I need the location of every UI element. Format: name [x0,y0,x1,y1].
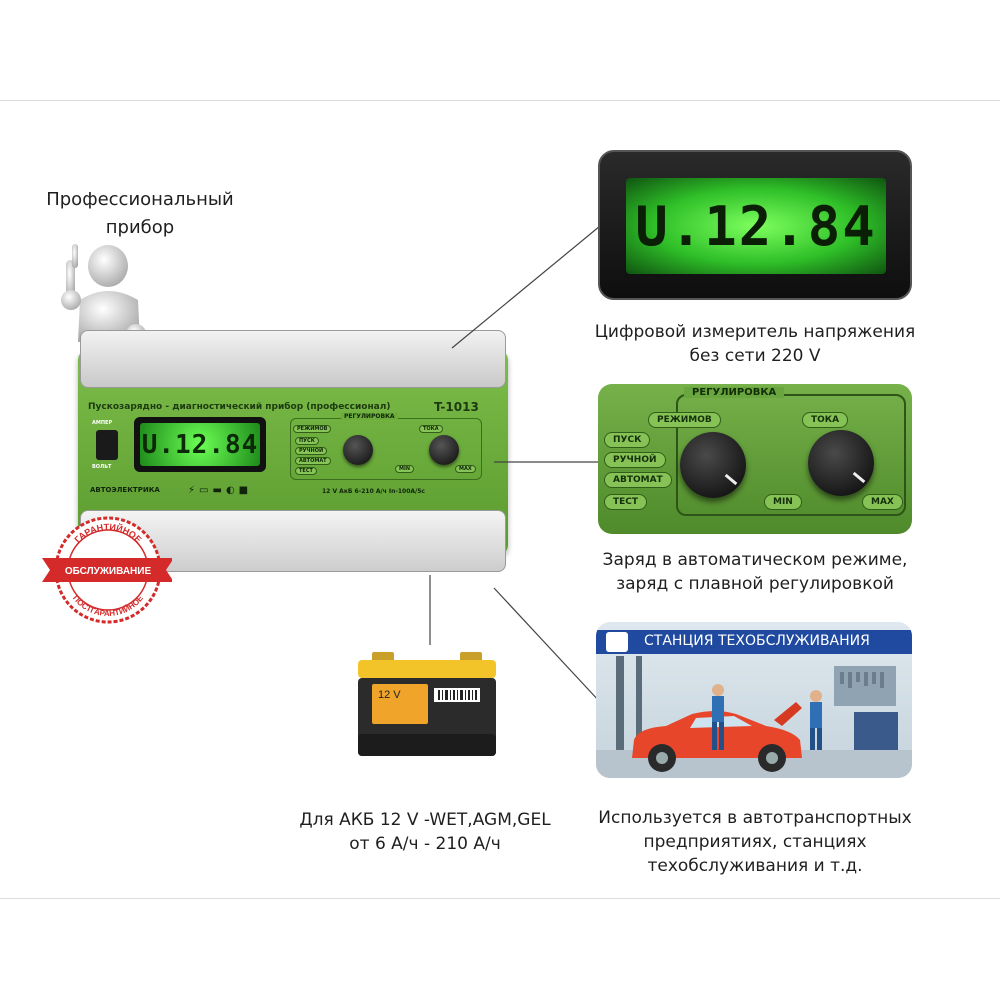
battery-caption: Для АКБ 12 V -WET,AGM,GEL от 6 А/ч - 210… [270,808,580,856]
device-mode-auto[interactable]: АВТОМАТ [295,457,331,465]
truck-icon: ▬ [212,485,226,496]
device-spec-line: 12 V АкБ 6-210 А/ч In-100A/5c [322,488,425,495]
regulation-caption: Заряд в автоматическом режиме, заряд с п… [570,548,940,596]
lcd-zoom-value: U.12.84 [635,194,877,258]
switch-bottom-label: ВОЛЬТ [92,464,112,470]
regulation-min-label: MIN [764,494,802,510]
bulb-icon: ◐ [225,485,239,496]
device-current-label: ТОКА [419,425,443,433]
usage-caption: Используется в автотранспортных предприя… [570,806,940,878]
device-min-label: MIN [395,465,415,473]
regulation-title: РЕГУЛИРОВКА [684,387,785,398]
service-banner-text: СТАНЦИЯ ТЕХОБСЛУЖИВАНИЯ [644,633,870,649]
wrench-icon: ■ [238,485,253,496]
device-mode-knob[interactable] [343,435,373,465]
meter-caption: Цифровой измеритель напряжения без сети … [570,320,940,368]
usage-caption-line-3: техобслуживания и т.д. [647,856,863,876]
lcd-zoom-panel: U.12.84 [598,150,912,300]
device-icon-strip: ⚡▭▬◐■ [188,485,252,496]
device-regulation-panel: РЕГУЛИРОВКА РЕЖИМОВ ТОКА ПУСК РУЧНОЙ АВТ… [290,413,482,480]
regulation-button-start[interactable]: ПУСК [604,432,651,448]
device-current-knob[interactable] [429,435,459,465]
device-brand: АВТОЭЛЕКТРИКА [90,486,160,494]
regulation-frame [676,394,906,516]
bottom-divider [0,898,1000,899]
service-banner: СТАНЦИЯ ТЕХОБСЛУЖИВАНИЯ [596,630,912,654]
top-divider [0,100,1000,101]
meter-caption-line-1: Цифровой измеритель напряжения [594,322,916,342]
headline-line-1: Профессиональный [46,189,234,210]
regulation-zoom-panel: РЕГУЛИРОВКА РЕЖИМОВ ТОКА ПУСК РУЧНОЙ АВТ… [598,384,912,534]
device-max-label: MAX [455,465,476,473]
service-scene [596,656,912,778]
regulation-button-test[interactable]: ТЕСТ [604,494,648,510]
service-station-illustration: СТАНЦИЯ ТЕХОБСЛУЖИВАНИЯ [596,622,912,778]
regulation-caption-line-1: Заряд в автоматическом режиме, [602,550,908,570]
usage-caption-line-2: предприятиях, станциях [643,832,867,852]
device-mode-manual[interactable]: РУЧНОЙ [295,447,328,455]
regulation-current-knob[interactable] [808,430,874,496]
meter-caption-line-2: без сети 220 V [689,346,821,366]
regulation-caption-line-2: заряд с плавной регулировкой [616,574,894,594]
battery-icon: ▭ [199,485,213,496]
lcd-zoom-screen: U.12.84 [626,178,886,274]
device-display-value: U.12.84 [140,423,260,466]
device-mode-start[interactable]: ПУСК [295,437,319,445]
device-display: U.12.84 [134,417,266,472]
device-top-cap [80,330,506,388]
device-mode-test[interactable]: ТЕСТ [295,467,317,475]
power-switch[interactable] [96,430,118,460]
regulation-mode-knob[interactable] [680,432,746,498]
device-regulation-label: РЕГУЛИРОВКА [341,413,398,420]
regulation-button-manual[interactable]: РУЧНОЙ [604,452,666,468]
warranty-seal: ГАРАНТИЙНОЕ ПОСТГАРАНТИЙНОЕ ОБСЛУЖИВАНИЕ [40,510,172,628]
battery-illustration: 12 V [356,650,498,758]
usage-caption-line-1: Используется в автотранспортных [598,808,912,828]
device-modes-label: РЕЖИМОВ [293,425,332,433]
switch-top-label: АМПЕР [92,420,113,426]
battery-caption-line-1: Для АКБ 12 V -WET,AGM,GEL [299,810,551,830]
regulation-button-auto[interactable]: АВТОМАТ [604,472,672,488]
regulation-max-label: MAX [862,494,903,510]
headline: Профессиональный прибор [20,186,260,242]
device-title: Пускозарядно - диагностический прибор (п… [88,402,391,412]
headline-line-2: прибор [105,217,175,238]
device-model: T-1013 [434,400,479,414]
regulation-current-label: ТОКА [802,412,849,428]
battery-label: 12 V [378,689,401,701]
regulation-modes-label: РЕЖИМОВ [648,412,721,428]
battery-caption-line-2: от 6 А/ч - 210 А/ч [349,834,501,854]
lightning-icon: ⚡ [188,485,200,496]
seal-band-text: ОБСЛУЖИВАНИЕ [65,566,152,577]
service-logo-icon [606,632,628,652]
